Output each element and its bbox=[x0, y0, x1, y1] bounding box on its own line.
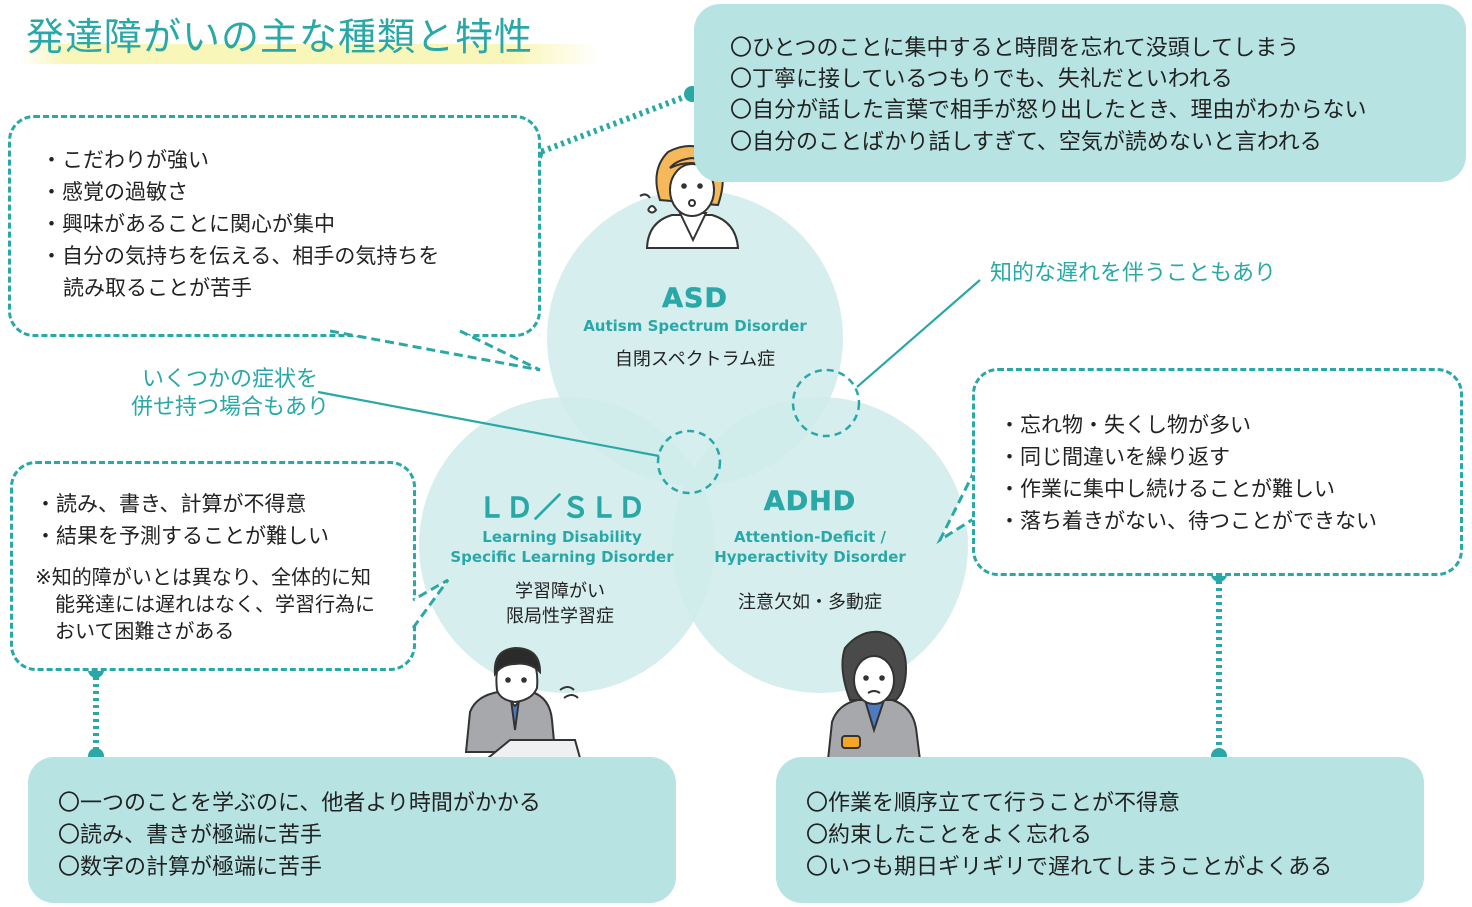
ld-english-2: Specific Learning Disorder bbox=[450, 548, 674, 566]
asd-abbr: ASD bbox=[662, 283, 728, 315]
ld-english-1: Learning Disability bbox=[482, 528, 642, 546]
asd-trait-2: ・感覚の過敏さ bbox=[41, 180, 188, 204]
adhd-english-2: Hyperactivity Disorder bbox=[714, 548, 906, 566]
asd-person-illustration bbox=[639, 145, 740, 249]
adhd-example-1: 〇作業を順序立てて行うことが不得意 bbox=[806, 791, 1181, 816]
ld-traits-box: ・読み、書き、計算が不得意 ・結果を予測することが難しい ※知的障がいとは異なり… bbox=[10, 461, 416, 671]
asd-trait-5: 読み取ることが苦手 bbox=[63, 276, 252, 300]
ld-circle bbox=[419, 397, 715, 693]
adhd-abbr: ADHD bbox=[763, 486, 857, 518]
asd-trait-4: ・自分の気持ちを伝える、相手の気持ちを bbox=[41, 244, 440, 268]
ld-example-2: 〇読み、書きが極端に苦手 bbox=[58, 823, 323, 848]
adhd-japanese: 注意欠如・多動症 bbox=[738, 592, 882, 613]
asd-example-2: 〇丁寧に接しているつもりでも、失礼だといわれる bbox=[730, 67, 1233, 92]
adhd-example-2: 〇約束したことをよく忘れる bbox=[806, 823, 1093, 848]
asd-trait-3: ・興味があることに関心が集中 bbox=[41, 212, 335, 236]
intellectual-marker bbox=[791, 368, 861, 438]
asd-trait-1: ・こだわりが強い bbox=[41, 148, 209, 172]
adhd-english-1: Attention-Deficit / bbox=[734, 528, 886, 546]
adhd-person-illustration bbox=[826, 630, 922, 761]
overlap-annotation-1: いくつかの症状を bbox=[141, 367, 318, 392]
asd-japanese: 自閉スペクトラム症 bbox=[614, 349, 776, 370]
asd-example-4: 〇自分のことばかり話しすぎて、空気が読めないと言われる bbox=[730, 130, 1322, 155]
asd-examples-box: 〇ひとつのことに集中すると時間を忘れて没頭してしまう 〇丁寧に接しているつもりで… bbox=[694, 4, 1466, 182]
ld-abbr: ＬＤ／ＳＬＤ bbox=[478, 493, 646, 525]
ld-trait-2: ・結果を予測することが難しい bbox=[35, 524, 329, 548]
asd-example-1: 〇ひとつのことに集中すると時間を忘れて没頭してしまう bbox=[730, 36, 1300, 61]
adhd-trait-1: ・忘れ物・失くし物が多い bbox=[999, 413, 1251, 437]
ld-note-2: 能発達には遅れはなく、学習行為に bbox=[55, 592, 375, 616]
asd-traits-box: ・こだわりが強い ・感覚の過敏さ ・興味があることに関心が集中 ・自分の気持ちを… bbox=[8, 115, 541, 337]
adhd-circle bbox=[672, 397, 968, 693]
ld-japanese-1: 学習障がい bbox=[515, 581, 605, 602]
adhd-trait-2: ・同じ間違いを繰り返す bbox=[999, 445, 1230, 469]
asd-example-3: 〇自分が話した言葉で相手が怒り出したとき、理由がわからない bbox=[730, 98, 1367, 123]
ld-trait-1: ・読み、書き、計算が不得意 bbox=[35, 492, 307, 516]
adhd-example-3: 〇いつも期日ギリギリで遅れてしまうことがよくある bbox=[806, 855, 1333, 880]
ld-examples-box: 〇一つのことを学ぶのに、他者より時間がかかる 〇読み、書きが極端に苦手 〇数字の… bbox=[28, 757, 676, 903]
adhd-trait-3: ・作業に集中し続けることが難しい bbox=[999, 477, 1335, 501]
overlap-annotation-2: 併せ持つ場合もあり bbox=[130, 395, 329, 420]
ld-note-3: おいて困難さがある bbox=[55, 619, 235, 643]
overlap-marker bbox=[656, 429, 722, 495]
ld-example-1: 〇一つのことを学ぶのに、他者より時間がかかる bbox=[58, 791, 541, 816]
title-highlight bbox=[20, 44, 600, 64]
ld-example-3: 〇数字の計算が極端に苦手 bbox=[58, 855, 323, 880]
intellectual-annotation: 知的な遅れを伴うこともあり bbox=[990, 261, 1277, 286]
page-title: 発達障がいの主な種類と特性 bbox=[26, 15, 534, 59]
asd-english: Autism Spectrum Disorder bbox=[583, 317, 807, 335]
ld-japanese-2: 限局性学習症 bbox=[506, 606, 614, 627]
adhd-traits-box: ・忘れ物・失くし物が多い ・同じ間違いを繰り返す ・作業に集中し続けることが難し… bbox=[972, 368, 1463, 576]
adhd-examples-box: 〇作業を順序立てて行うことが不得意 〇約束したことをよく忘れる 〇いつも期日ギリ… bbox=[776, 757, 1424, 903]
adhd-trait-4: ・落ち着きがない、待つことができない bbox=[999, 509, 1377, 533]
ld-note-1: ※知的障がいとは異なり、全体的に知 bbox=[35, 565, 371, 589]
